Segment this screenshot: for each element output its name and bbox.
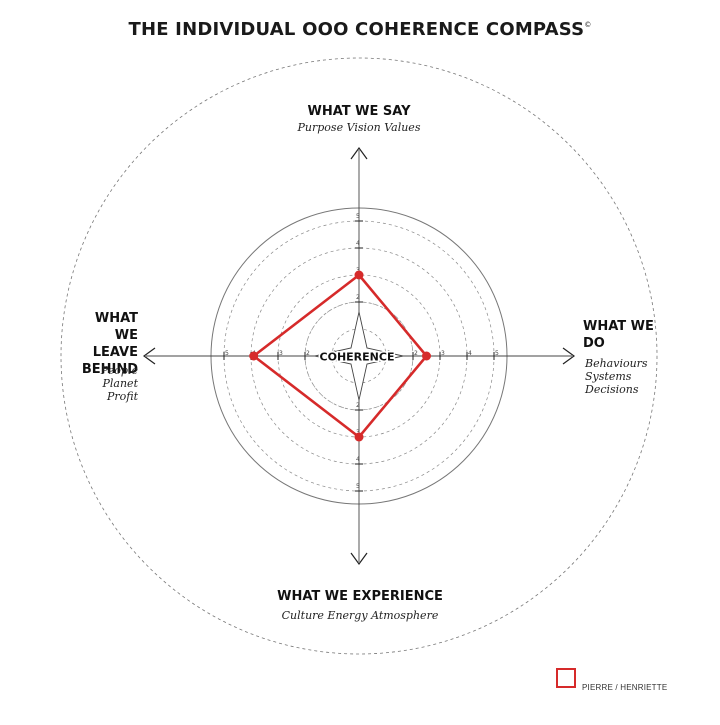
axis-bottom-sub: Culture Energy Atmosphere	[281, 609, 439, 622]
axis-left-heading-line: LEAVE	[92, 345, 138, 360]
tick-label: 3	[356, 429, 360, 436]
series-point	[249, 351, 259, 361]
axis-bottom-heading: WHAT WE EXPERIENCE	[277, 589, 443, 604]
series-point	[422, 351, 431, 361]
tick-label: 3	[441, 350, 445, 357]
axis-right-sub-line: Decisions	[585, 383, 639, 396]
axis-left-sub-line: People	[100, 364, 138, 377]
tick-label: 3	[356, 267, 360, 274]
tick-label: 3	[279, 350, 283, 357]
series-point	[354, 432, 364, 442]
page-title: THE INDIVIDUAL OOO COHERENCE COMPASS©	[128, 19, 592, 40]
tick-label: 5	[356, 213, 360, 220]
axis-left-sub-line: Planet	[102, 377, 139, 390]
axis-right-sub-line: Systems	[585, 370, 632, 383]
axis-right-heading: WHAT WE DO	[583, 318, 673, 352]
series-point	[354, 270, 364, 280]
axis-right-sub-line: Behaviours	[585, 357, 648, 370]
legend-label: PIERRE / HENRIETTE	[582, 683, 668, 692]
tick-label: 2	[414, 350, 418, 357]
arrow-down	[350, 552, 368, 566]
center-star-icon	[314, 311, 404, 401]
arrow-left	[142, 347, 156, 365]
tick-label: 4	[356, 240, 360, 247]
center-label: COHERENCE	[320, 351, 395, 364]
axis-left-heading: WHAT WE LEAVE BEHIND	[68, 310, 138, 378]
axis-top-sub: Purpose Vision Values	[297, 121, 421, 134]
axis-right-heading-line: DO	[583, 336, 605, 351]
tick-label: 2	[356, 294, 360, 301]
axis-right-sub: Behaviours Systems Decisions	[585, 357, 675, 396]
series-layer	[249, 270, 431, 442]
axis-left-sub-line: Profit	[106, 390, 138, 403]
tick-label: 2	[306, 350, 310, 357]
tick-label: 5	[225, 350, 229, 357]
tick-label: 5	[495, 350, 499, 357]
legend-swatch	[556, 668, 576, 688]
outer-dashed-ring	[60, 57, 658, 655]
tick-label: 5	[356, 483, 360, 490]
tick-label: 2	[356, 402, 360, 409]
arrow-up	[350, 146, 368, 160]
arrow-right	[562, 347, 576, 365]
axis-top-heading: WHAT WE SAY	[307, 104, 411, 119]
tick-label: 4	[356, 456, 360, 463]
tick-label: 4	[468, 350, 472, 357]
axis-right-heading-line: WHAT WE	[583, 319, 654, 334]
axis-left-heading-line: BEHIND	[81, 362, 138, 377]
axis-left-sub: People Planet Profit	[68, 364, 138, 403]
axis-left-heading-line: WHAT WE	[94, 311, 138, 343]
